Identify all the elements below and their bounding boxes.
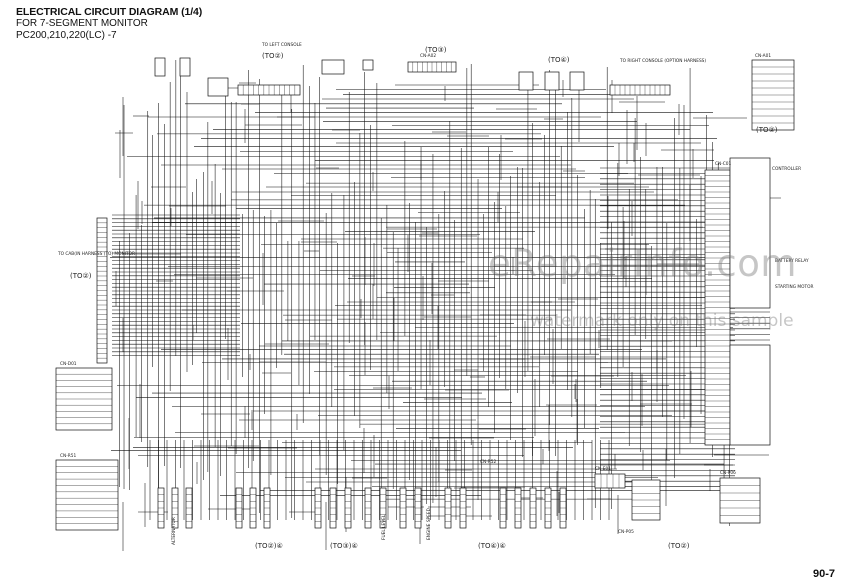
fuel-level-label: FUEL LEVEL	[381, 514, 387, 540]
cn-a01-label: CN-A01	[755, 53, 771, 59]
cn-p06-label: CN-P06	[720, 470, 736, 476]
cab-harness-label: TO CAB(IN HARNESS (TO) MONITOR	[57, 251, 135, 257]
relay-box	[569, 71, 585, 91]
controller-label-block-lower	[729, 344, 771, 446]
to-2-right-tag: (TO②)	[756, 126, 778, 134]
page-number: 90-7	[812, 568, 835, 580]
left-console-label: TO LEFT CONSOLE	[261, 42, 302, 48]
controller-label-block	[729, 157, 771, 309]
to-4-tag: (TO④)	[548, 56, 570, 64]
to-2-bottom-tag: (TO②)④	[255, 542, 283, 550]
relay-box	[544, 71, 560, 91]
to-2-left-tag: (TO②)	[70, 272, 92, 280]
to-4-bottom-tag: (TO④)④	[478, 542, 506, 550]
cn-c01-label: CN-C01	[715, 161, 731, 167]
controller-label: CONTROLLER	[772, 166, 801, 172]
sensor-box	[321, 59, 345, 75]
battery-relay-label: BATTERY RELAY	[775, 258, 809, 264]
starting-motor-label: STARTING MOTOR	[775, 284, 814, 290]
relay-box	[207, 77, 229, 97]
connector-stub	[154, 57, 166, 77]
cn-d01-label: CN-D01	[60, 361, 77, 367]
cn-r52-label: CN-R52	[480, 459, 496, 465]
components	[55, 57, 795, 531]
to-3-bottom-tag: (TO③)④	[330, 542, 358, 550]
engine-speed-label: ENGINE SPEED	[426, 507, 432, 540]
to-2-tag: (TO②)	[262, 52, 284, 60]
relay-box	[518, 71, 534, 91]
cn-a02-label: CN-A02	[420, 53, 436, 59]
cn-p05-label: CN-P05	[618, 529, 634, 535]
fuse-box	[362, 59, 374, 71]
cn-r51-label: CN-R51	[60, 453, 76, 459]
diagram-subtitle: FOR 7-SEGMENT MONITOR	[16, 18, 148, 29]
right-console-label: TO RIGHT CONSOLE (OPTION HARNESS)	[619, 58, 706, 64]
cn-e01-block	[594, 473, 626, 489]
model-line: PC200,210,220(LC) -7	[16, 30, 117, 41]
cn-r51-block	[55, 459, 119, 531]
cn-e01-label: CN-E01	[595, 466, 611, 472]
diagram-title: ELECTRICAL CIRCUIT DIAGRAM (1/4)	[16, 6, 203, 18]
connector-stub	[179, 57, 191, 77]
wire-lines	[110, 60, 781, 551]
alternator-label: ALTERNATOR	[171, 517, 177, 545]
to-3-tag: (TO③)	[425, 46, 447, 54]
title-block: ELECTRICAL CIRCUIT DIAGRAM (1/4) FOR 7-S…	[16, 6, 202, 42]
to-2-bottom-right-tag: (TO②)	[668, 542, 690, 550]
